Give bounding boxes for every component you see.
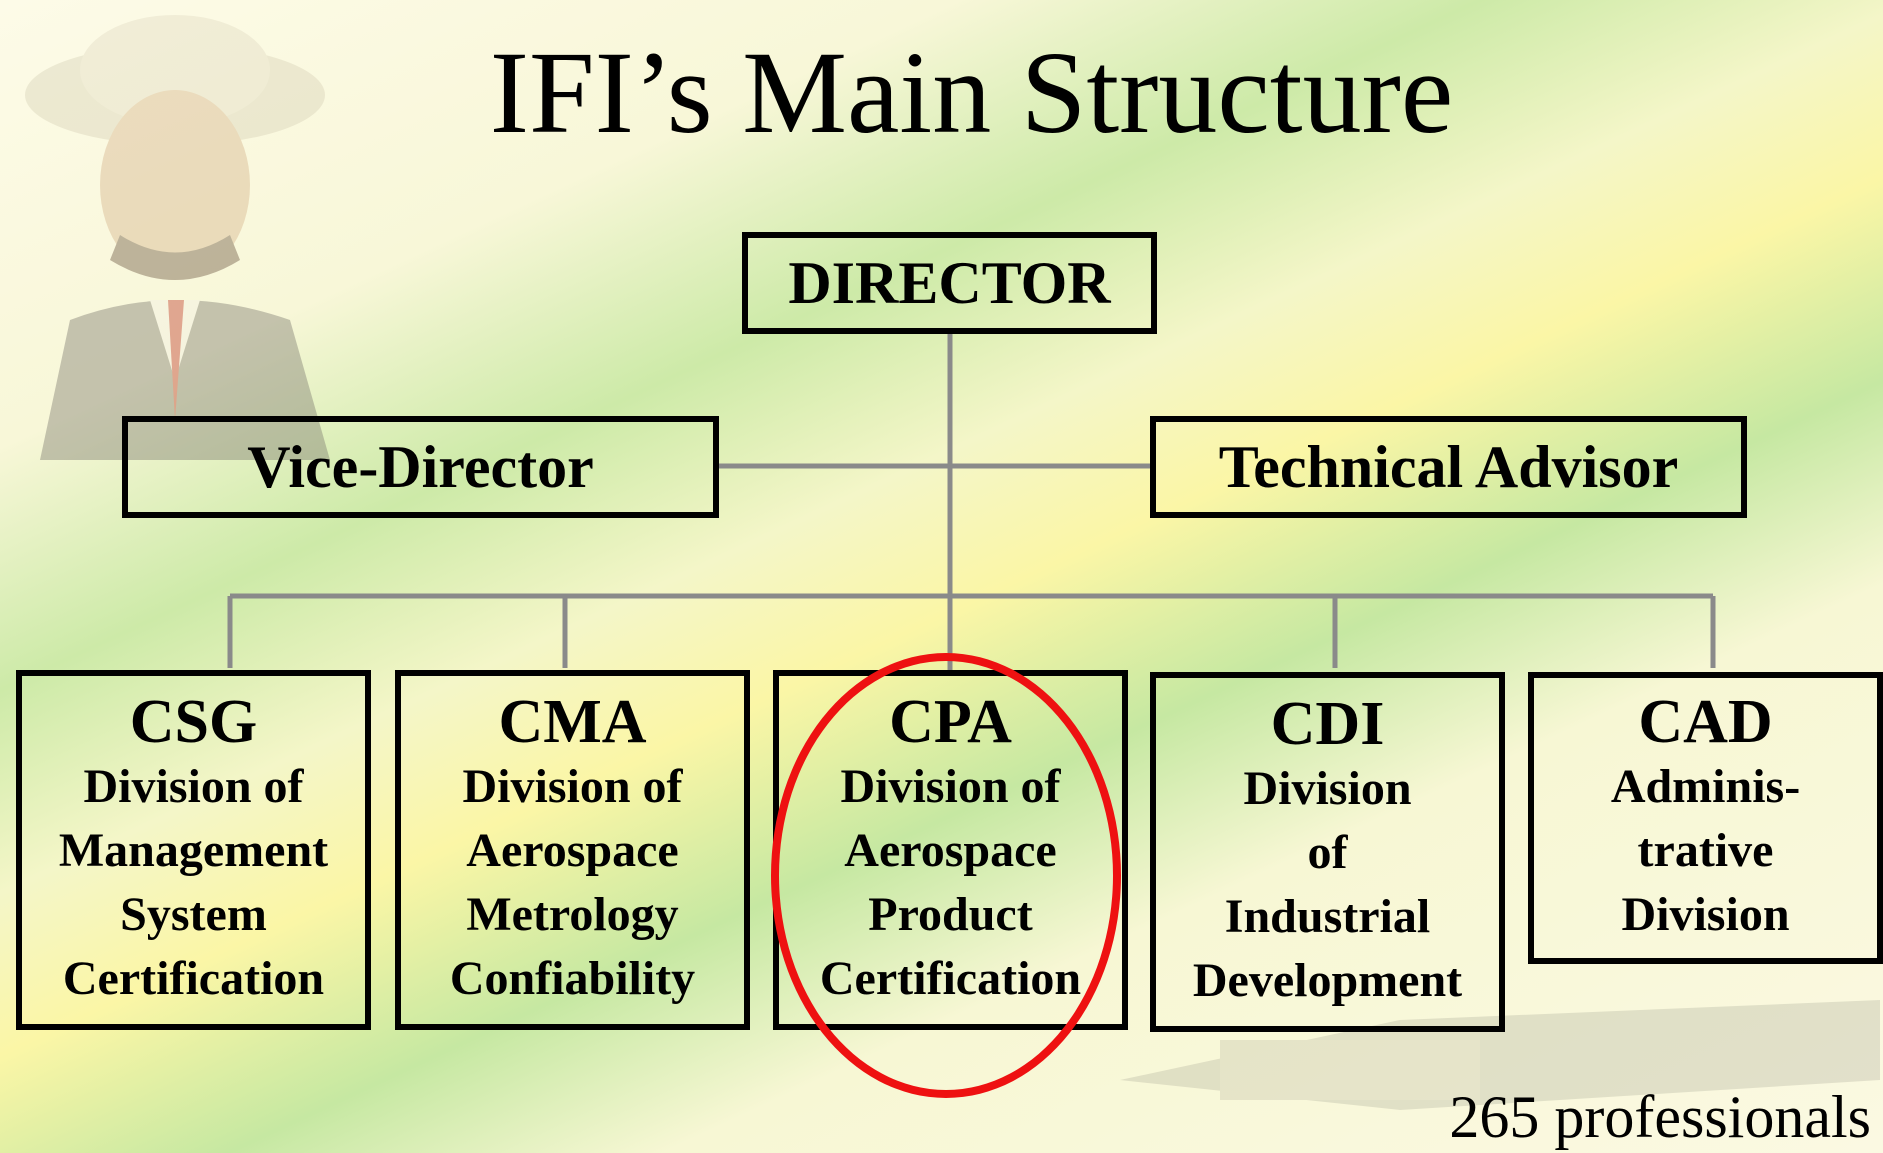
staff-count: 265 professionals [1449, 1084, 1871, 1150]
division-description: Division of Aerospace Metrology Confiabi… [449, 760, 696, 1005]
division-description: Division of Management System Certificat… [58, 760, 329, 1005]
division-box-cma: CMA Division of Aerospace Metrology Conf… [395, 670, 750, 1030]
division-code: CDI [1270, 690, 1385, 758]
page-title: IFI’s Main Structure [489, 27, 1454, 158]
director-box: DIRECTOR [742, 232, 1157, 334]
division-code: CMA [498, 688, 647, 756]
division-box-cad: CAD Adminis- trative Division [1528, 672, 1883, 964]
vice-director-box: Vice-Director [122, 416, 719, 518]
division-code: CPA [889, 688, 1012, 756]
vice-director-label: Vice-Director [247, 434, 594, 500]
division-code: CAD [1638, 688, 1773, 756]
division-code: CSG [129, 688, 258, 756]
division-box-csg: CSG Division of Management System Certif… [16, 670, 371, 1030]
division-box-cdi: CDI Division of Industrial Development [1150, 672, 1505, 1032]
technical-advisor-label: Technical Advisor [1218, 434, 1679, 500]
technical-advisor-box: Technical Advisor [1150, 416, 1747, 518]
division-description: Adminis- trative Division [1610, 760, 1801, 941]
division-box-cpa: CPA Division of Aerospace Product Certif… [773, 670, 1128, 1030]
division-description: Division of Aerospace Product Certificat… [819, 760, 1082, 1005]
division-description: Division of Industrial Development [1192, 762, 1463, 1007]
director-label: DIRECTOR [788, 250, 1111, 316]
